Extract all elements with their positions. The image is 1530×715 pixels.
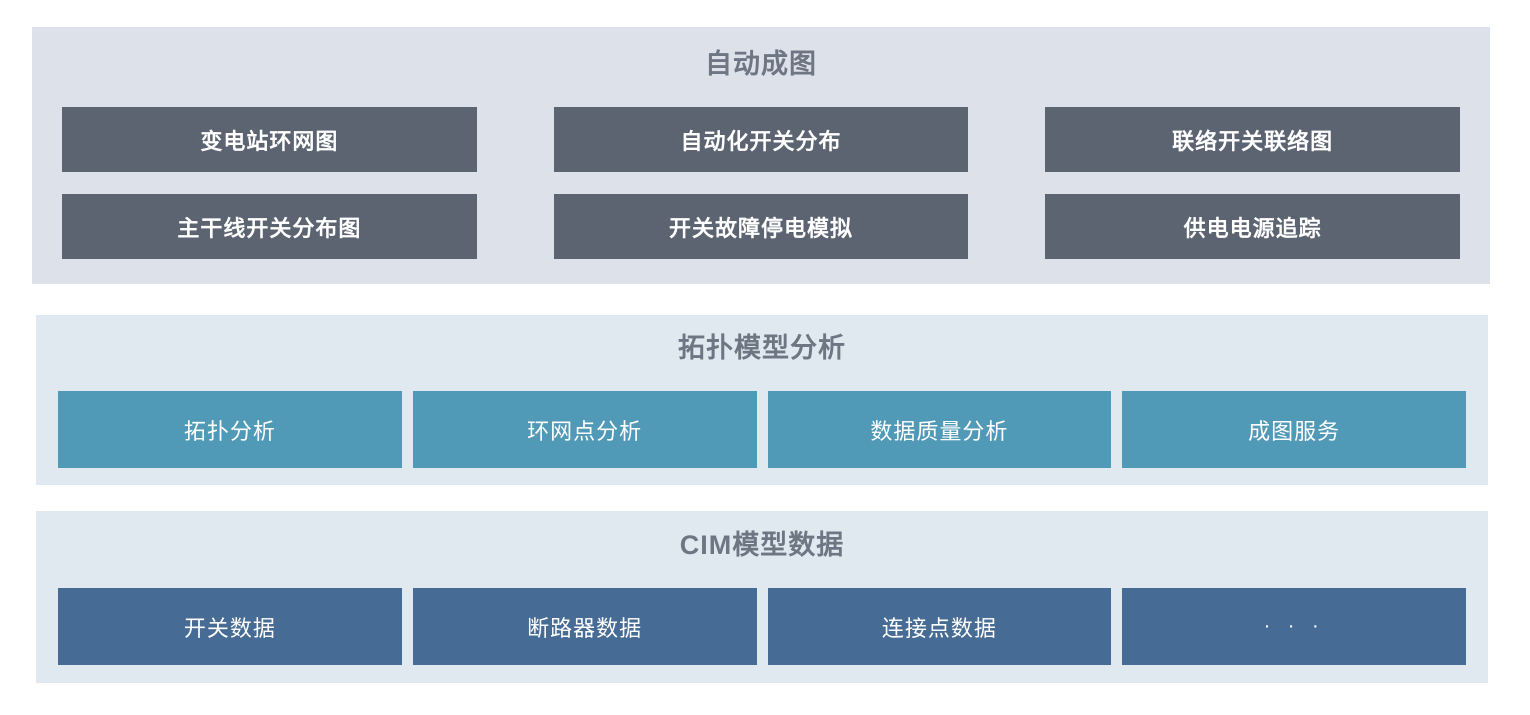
button-circuit-breaker-data[interactable]: 断路器数据 (412, 588, 757, 665)
button-grid-cim-model-data: 开关数据 断路器数据 连接点数据 · · · (58, 588, 1466, 665)
button-data-quality-analysis[interactable]: 数据质量分析 (767, 391, 1112, 468)
section-title-cim-model-data: CIM模型数据 (679, 530, 845, 560)
button-substation-ring-network-diagram[interactable]: 变电站环网图 (62, 107, 477, 172)
button-switch-data[interactable]: 开关数据 (58, 588, 402, 665)
button-topology-analysis[interactable]: 拓扑分析 (58, 391, 402, 468)
section-auto-drawing: 自动成图 变电站环网图 自动化开关分布 联络开关联络图 主干线开关分布图 开关故… (32, 27, 1490, 284)
button-tie-switch-connection-diagram[interactable]: 联络开关联络图 (1045, 107, 1460, 172)
section-cim-model-data: CIM模型数据 开关数据 断路器数据 连接点数据 · · · (36, 511, 1488, 683)
button-grid-auto-drawing: 变电站环网图 自动化开关分布 联络开关联络图 主干线开关分布图 开关故障停电模拟… (62, 107, 1460, 259)
button-connectivity-node-data[interactable]: 连接点数据 (767, 588, 1112, 665)
section-title-auto-drawing: 自动成图 (705, 49, 817, 79)
button-grid-topology-model-analysis: 拓扑分析 环网点分析 数据质量分析 成图服务 (58, 391, 1466, 468)
button-main-line-switch-distribution-diagram[interactable]: 主干线开关分布图 (62, 194, 477, 259)
section-topology-model-analysis: 拓扑模型分析 拓扑分析 环网点分析 数据质量分析 成图服务 (36, 315, 1488, 485)
button-drawing-service[interactable]: 成图服务 (1122, 391, 1466, 468)
section-title-topology-model-analysis: 拓扑模型分析 (678, 333, 846, 363)
button-power-supply-source-tracing[interactable]: 供电电源追踪 (1045, 194, 1460, 259)
button-automation-switch-distribution[interactable]: 自动化开关分布 (553, 107, 969, 172)
button-switch-fault-outage-simulation[interactable]: 开关故障停电模拟 (553, 194, 969, 259)
button-more-data-ellipsis[interactable]: · · · (1122, 588, 1466, 665)
button-ring-network-point-analysis[interactable]: 环网点分析 (412, 391, 757, 468)
